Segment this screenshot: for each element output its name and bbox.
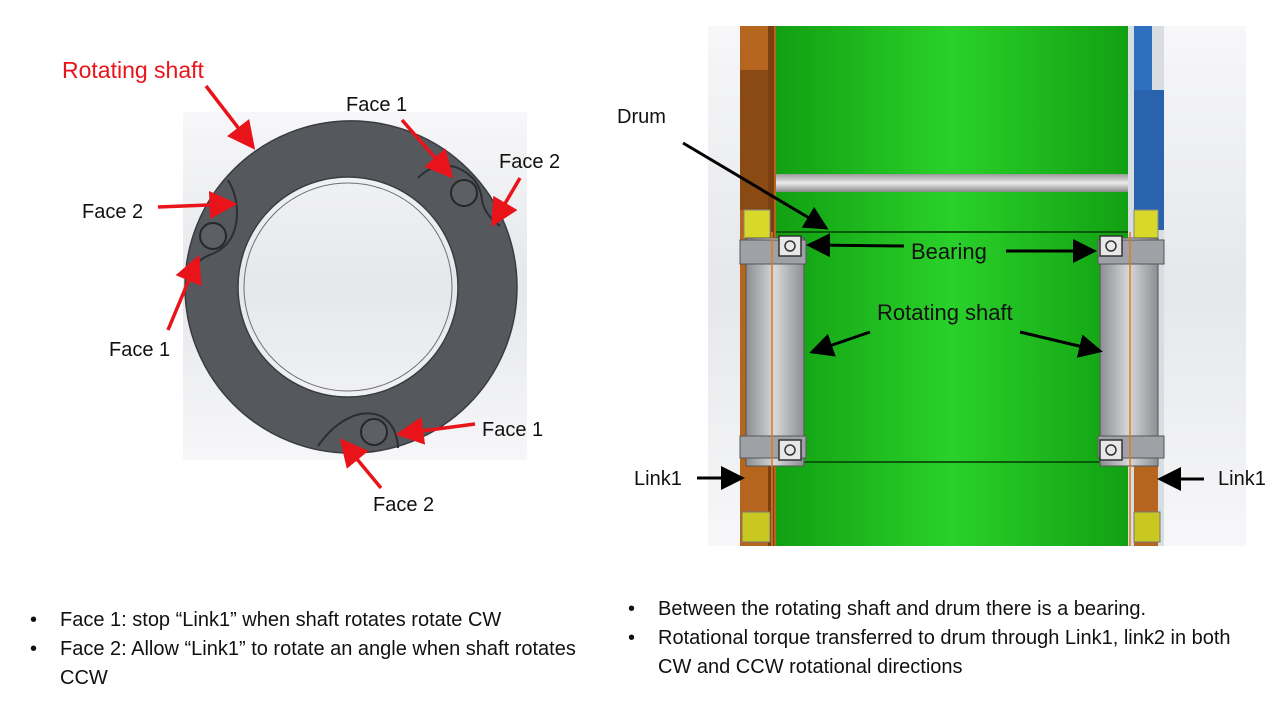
note-face1: Face 1: stop “Link1” when shaft rotates … <box>30 606 590 635</box>
label-rotating-shaft-right: Rotating shaft <box>877 300 1013 325</box>
drum <box>776 26 1128 546</box>
arrow-face2-right <box>491 177 522 228</box>
label-rotating-shaft-left: Rotating shaft <box>62 57 204 83</box>
arrow-shaft-right <box>1019 330 1103 358</box>
yellow-block-right-top <box>1133 209 1159 239</box>
arrow-bearing-left <box>806 233 905 258</box>
yellow-block-left-bottom <box>741 511 771 543</box>
arrow-shaft-left <box>809 330 871 357</box>
arrow-face1-left <box>166 254 202 331</box>
black-annotation-arrows <box>682 141 1204 491</box>
notes-right: Between the rotating shaft and drum ther… <box>628 595 1248 682</box>
arrow-face2-bottom <box>339 438 383 490</box>
red-annotation-arrows <box>157 84 522 490</box>
label-face1-left: Face 1 <box>109 339 171 361</box>
label-link1-right: Link1 <box>1218 468 1266 490</box>
note-torque: Rotational torque transferred to drum th… <box>628 624 1248 682</box>
arrow-rotating-shaft <box>204 84 256 150</box>
label-link1-left: Link1 <box>634 468 682 490</box>
drum-assembly-figure <box>708 26 1246 546</box>
arrow-face1-bottom <box>395 416 476 445</box>
note-bearing: Between the rotating shaft and drum ther… <box>628 595 1248 624</box>
shaft-housing-right <box>1099 237 1159 467</box>
hole-left <box>199 222 227 250</box>
yellow-block-left-top <box>743 209 771 239</box>
label-bearing: Bearing <box>911 239 987 264</box>
hole-bottom <box>360 418 388 446</box>
shaft-ring-figure <box>183 112 527 460</box>
arrow-drum <box>682 141 829 230</box>
label-drum: Drum <box>617 106 666 128</box>
note-face2: Face 2: Allow “Link1” to rotate an angle… <box>30 635 590 693</box>
shaft-housing-left <box>745 237 805 467</box>
hole-top-right <box>450 179 478 207</box>
label-face1-bottom: Face 1 <box>482 419 544 441</box>
arrow-face2-left <box>157 190 238 219</box>
bearing-symbols <box>778 235 1123 461</box>
yellow-block-right-bottom <box>1133 511 1161 543</box>
notes-left: Face 1: stop “Link1” when shaft rotates … <box>30 606 590 693</box>
label-face2-right: Face 2 <box>499 151 561 173</box>
label-face1-top: Face 1 <box>346 94 408 116</box>
label-face2-left: Face 2 <box>82 201 144 223</box>
label-face2-bottom: Face 2 <box>373 494 435 516</box>
rod <box>776 174 1128 192</box>
arrow-face1-top <box>400 118 454 179</box>
